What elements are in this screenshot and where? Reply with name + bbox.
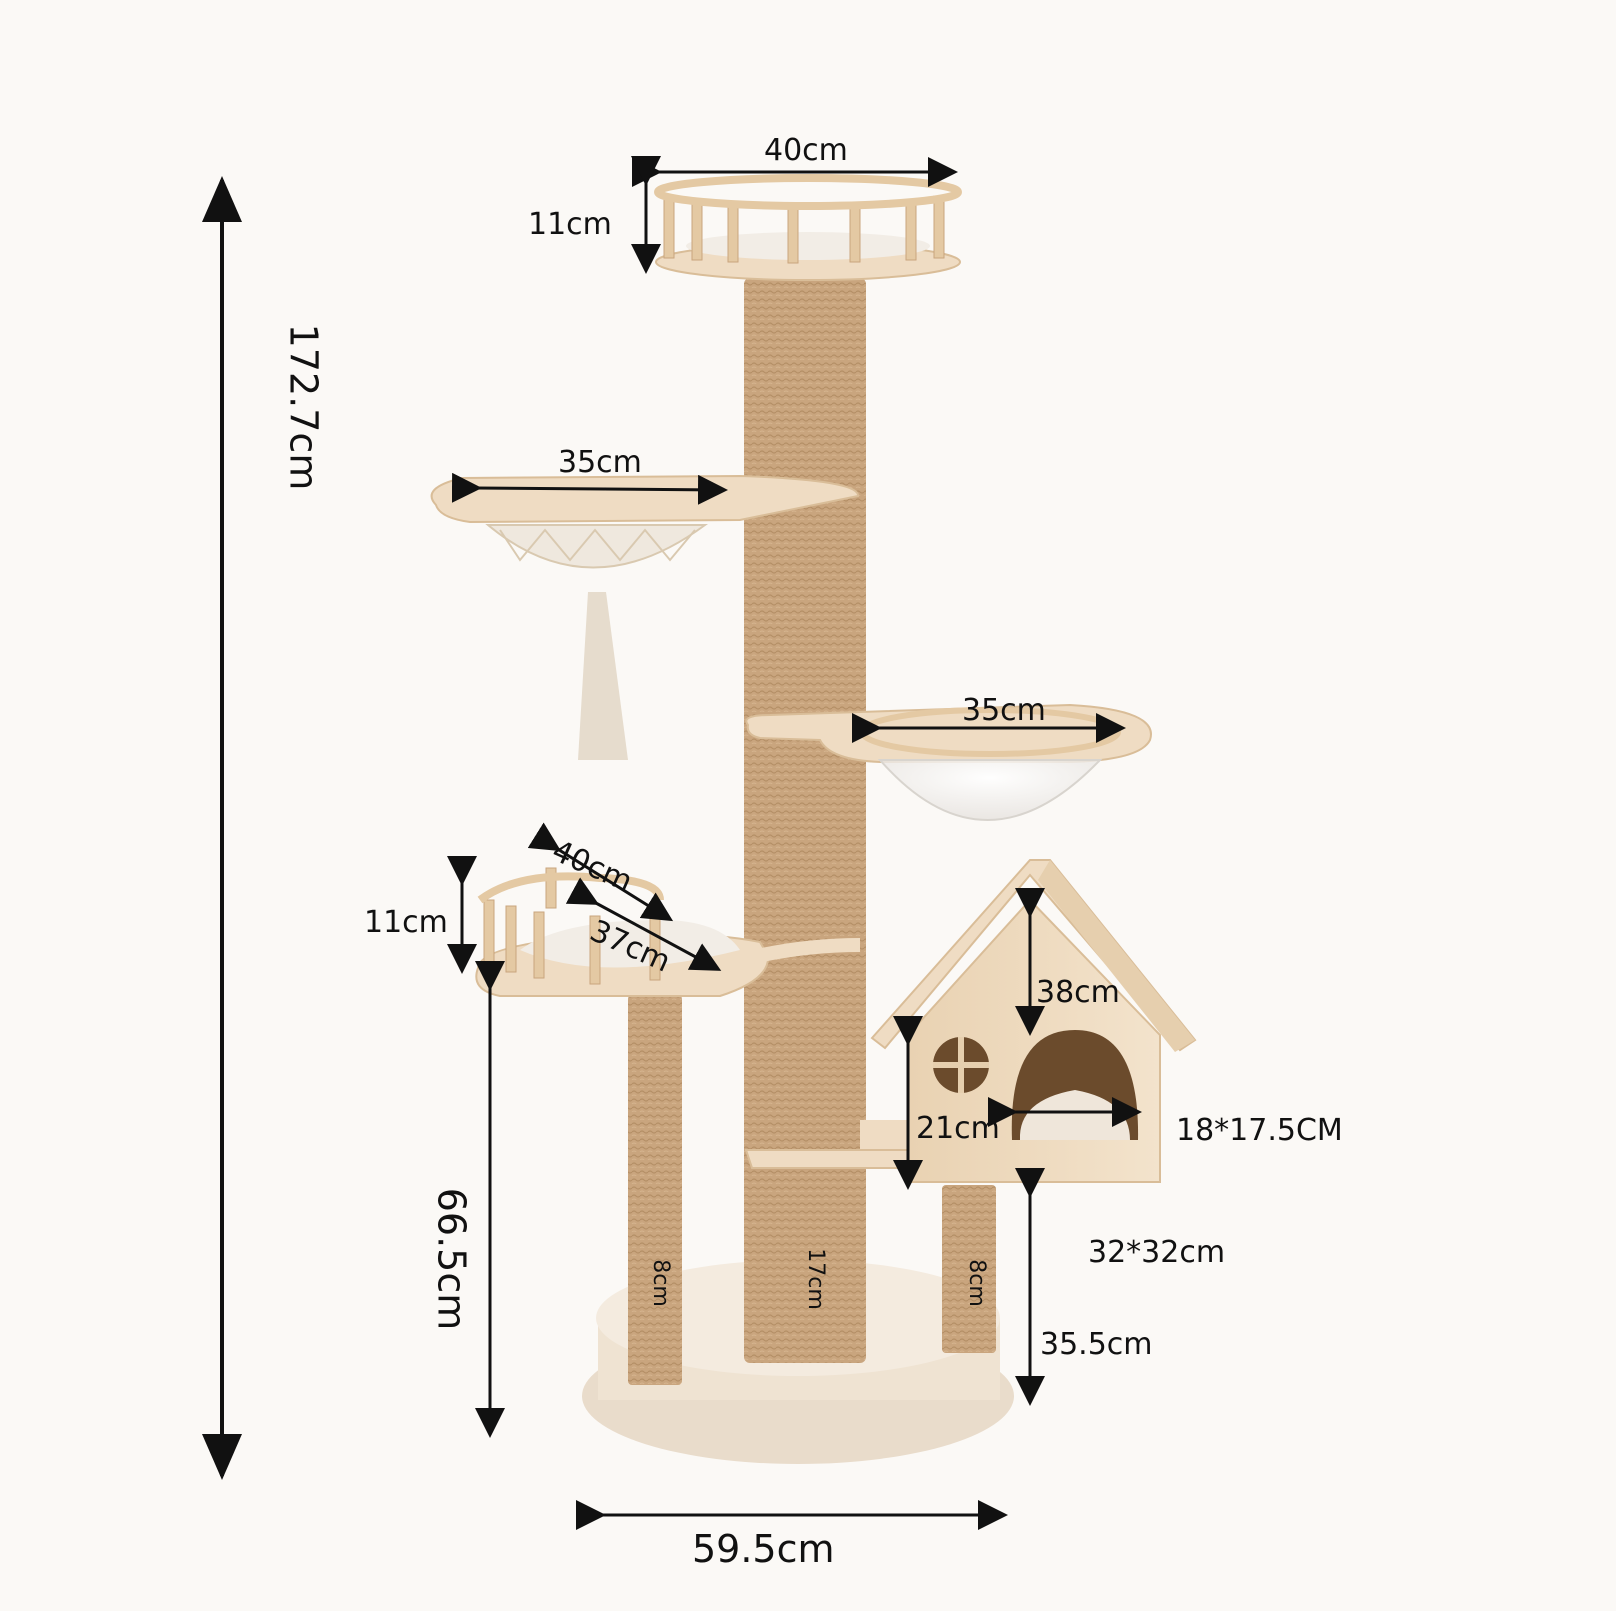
label-house-door: 18*17.5CM xyxy=(1176,1113,1343,1148)
label-house-height: 38cm xyxy=(1036,975,1120,1010)
label-hammock-diameter: 35cm xyxy=(558,445,642,480)
label-center-post-diameter: 17cm xyxy=(802,1248,828,1310)
label-house-floor: 32*32cm xyxy=(1088,1235,1226,1270)
label-right-post-diameter: 8cm xyxy=(963,1259,989,1307)
label-lower-perch-rail-height: 11cm xyxy=(364,905,448,940)
label-total-height: 172.7cm xyxy=(281,323,326,491)
label-base-width: 59.5cm xyxy=(692,1527,835,1571)
right-post xyxy=(942,1185,996,1353)
top-perch xyxy=(654,174,962,281)
label-house-wall-height: 21cm xyxy=(916,1111,1000,1146)
center-post xyxy=(744,278,866,1363)
label-bowl-diameter: 35cm xyxy=(962,693,1046,728)
dimension-arrows xyxy=(202,156,1142,1530)
label-lower-post-height: 66.5cm xyxy=(429,1187,474,1331)
left-post xyxy=(628,995,682,1385)
label-top-perch-rail-height: 11cm xyxy=(528,207,612,242)
label-left-post-diameter: 8cm xyxy=(647,1259,673,1307)
label-house-post-height: 35.5cm xyxy=(1040,1327,1153,1362)
label-top-perch-diameter: 40cm xyxy=(764,133,848,168)
